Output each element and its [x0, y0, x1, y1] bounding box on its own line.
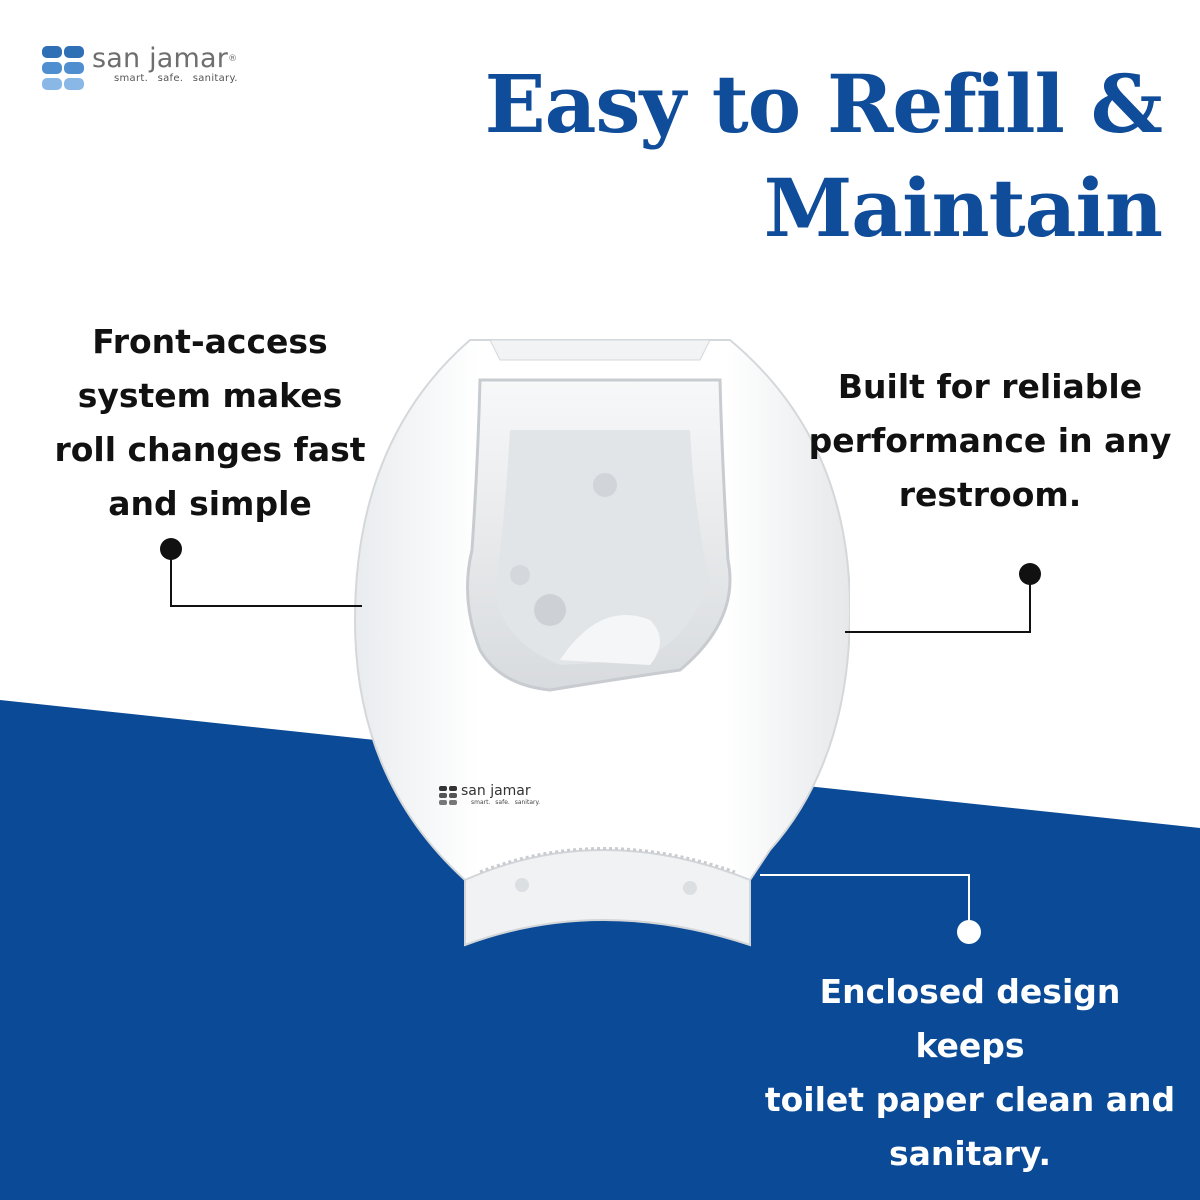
callout-right-connector — [845, 563, 1041, 633]
logo-brand-name: san jamar® — [92, 43, 238, 74]
callout-bottom-connector — [760, 874, 981, 944]
logo-tagline: smart. safe. sanitary. — [114, 73, 238, 84]
page-title: Easy to Refill & Maintain — [402, 52, 1163, 260]
san-jamar-logo-icon — [42, 46, 84, 90]
toilet-paper-dispenser-image — [353, 339, 850, 947]
feature-bottom-line: toilet paper clean and — [764, 1080, 1176, 1119]
product-brand-logo: san jamar smart. safe. sanitary. — [438, 784, 540, 806]
feature-reliable-performance: Built for reliable performance in any re… — [800, 360, 1180, 522]
feature-enclosed-design: Enclosed design keeps toilet paper clean… — [760, 965, 1180, 1181]
feature-left-line: system makes — [77, 376, 343, 415]
product-logo-icon — [439, 786, 457, 805]
title-line-1: Easy to Refill & — [484, 57, 1163, 151]
feature-right-line: restroom. — [898, 475, 1082, 514]
feature-left-line: roll changes fast — [54, 430, 366, 469]
feature-front-access: Front-access system makes roll changes f… — [40, 315, 380, 531]
product-logo-brand: san jamar — [461, 783, 531, 799]
feature-left-line: and simple — [108, 484, 312, 523]
feature-left-line: Front-access — [92, 322, 328, 361]
feature-bottom-line: Enclosed design keeps — [819, 972, 1121, 1065]
callout-left-connector — [160, 538, 362, 607]
feature-bottom-line: sanitary. — [888, 1134, 1052, 1173]
brand-logo: san jamar® smart. safe. sanitary. — [40, 42, 238, 94]
feature-right-line: performance in any — [808, 421, 1172, 460]
title-line-2: Maintain — [763, 161, 1163, 255]
feature-right-line: Built for reliable — [837, 367, 1143, 406]
product-logo-tagline: smart. safe. sanitary. — [471, 799, 541, 806]
